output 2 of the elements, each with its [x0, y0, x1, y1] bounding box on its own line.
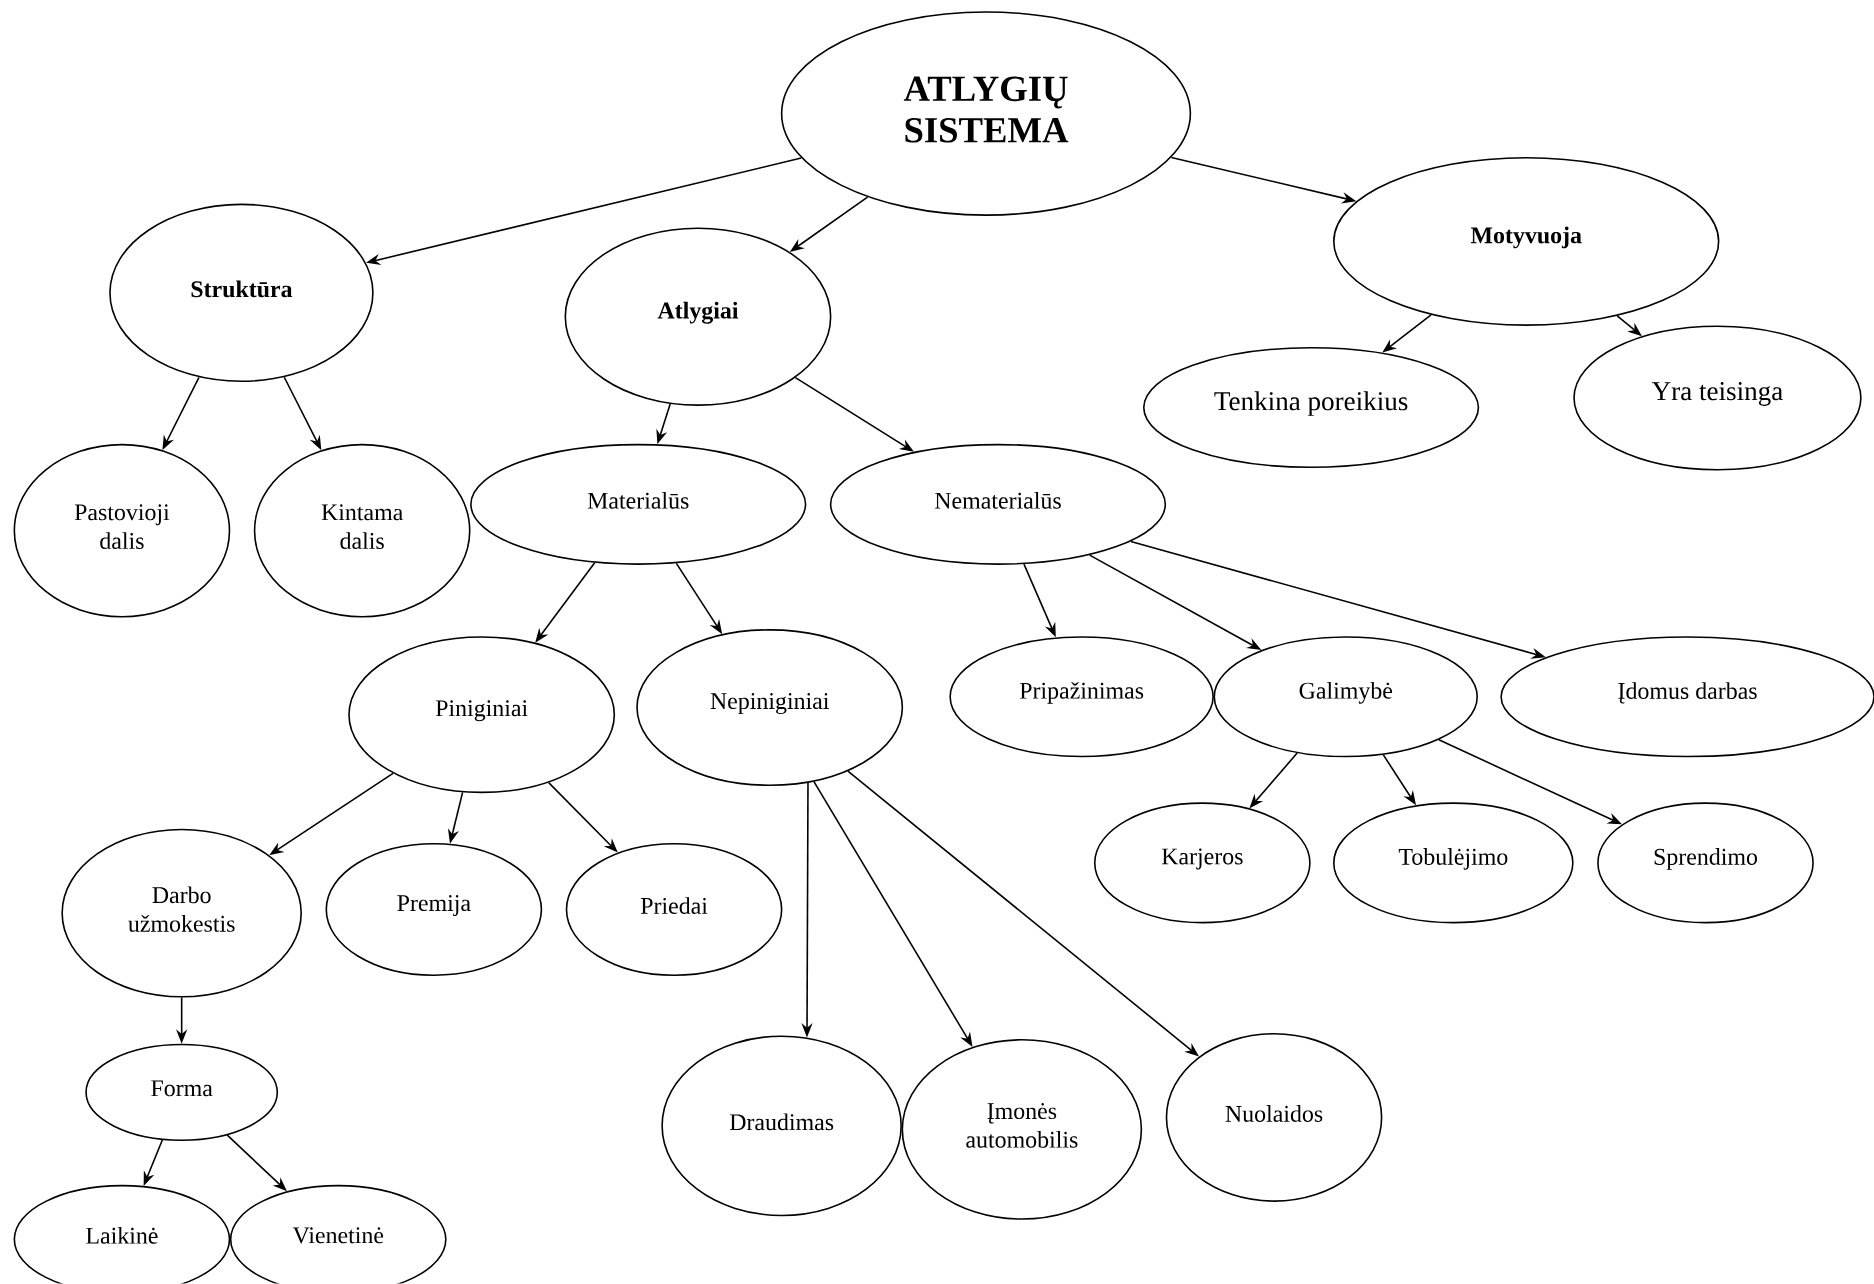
arrow: [547, 781, 618, 853]
arrow: [535, 562, 596, 643]
